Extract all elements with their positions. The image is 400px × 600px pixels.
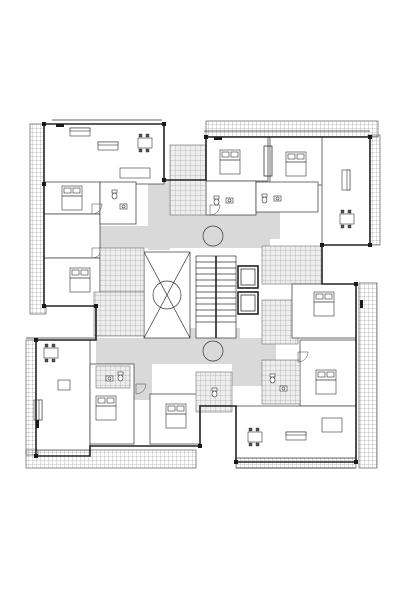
balcony-north-right: [205, 120, 379, 138]
elevator-icon: [237, 265, 259, 289]
balcony-east-lower: [358, 282, 378, 469]
apartment-nw: [43, 123, 165, 307]
balcony-south-right: [235, 457, 357, 469]
circulation-corridor: [96, 180, 280, 400]
columns: [34, 122, 372, 464]
apartment-se: [235, 283, 357, 459]
balcony-south-left: [25, 449, 197, 469]
stair-icon: [196, 256, 236, 338]
balconies: [25, 120, 381, 469]
apartment-ne: [169, 136, 371, 246]
elevator-icon: [237, 291, 259, 315]
